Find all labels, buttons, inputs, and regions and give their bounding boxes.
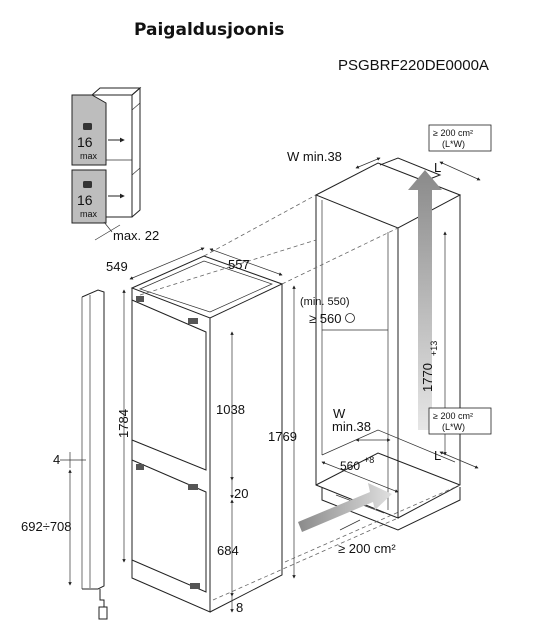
dim-niche-bottom-width: 560 — [340, 459, 360, 473]
vent-mid-sub: (L*W) — [442, 422, 465, 432]
dim-niche-height: 1770 — [420, 363, 435, 392]
weight-icon — [83, 123, 92, 130]
hinge-rail-profile — [81, 289, 108, 620]
load-value-upper: 16 — [77, 134, 93, 150]
load-unit-lower: max — [80, 209, 98, 219]
door-load-inset: 16 max 16 max max. 22 — [71, 86, 159, 243]
vent-mid-area: ≥ 200 cm² — [433, 411, 473, 421]
vent-box-top: ≥ 200 cm² (L*W) — [428, 124, 492, 152]
dim-gap-middle: 20 — [234, 486, 248, 501]
dim-length-bottom: L — [434, 448, 441, 463]
load-value-lower: 16 — [77, 192, 93, 208]
dim-niche-depth-min: (min. 550) — [300, 296, 350, 308]
dim-hinge-range: 692÷708 — [21, 519, 72, 534]
load-unit-upper: max — [80, 151, 98, 161]
model-code: PSGBRF220DE0000A — [338, 57, 489, 74]
ventilation-arrow-up — [408, 170, 442, 430]
page-title: Paigaldusjoonis — [134, 20, 285, 40]
dim-hinge-gap: 4 — [53, 452, 60, 467]
dim-niche-bottom-tol: +8 — [364, 455, 374, 465]
dim-length-top: L — [434, 160, 441, 175]
dim-gap-bottom: 8 — [236, 600, 243, 615]
weight-icon — [83, 181, 92, 188]
vent-top-sub: (L*W) — [442, 139, 465, 149]
dim-height-upper: 1038 — [216, 402, 245, 417]
alignment-guides — [139, 194, 461, 601]
dim-max-offset: max. 22 — [113, 228, 159, 243]
dim-side-width-label: W — [333, 406, 346, 421]
appliance-outline — [130, 255, 284, 613]
vent-top-area: ≥ 200 cm² — [433, 128, 473, 138]
vent-bottom-area: ≥ 200 cm² — [338, 541, 396, 556]
dim-niche-height-tol: +13 — [429, 341, 439, 356]
dim-height-lower: 684 — [217, 543, 239, 558]
dim-height-total: 1784 — [116, 409, 131, 438]
clock-icon — [345, 313, 355, 323]
dim-height-cabinet: 1769 — [268, 429, 297, 444]
ventilation-arrow-in — [298, 483, 392, 532]
dim-niche-width-min: W min.38 — [287, 149, 342, 164]
dim-niche-depth: ≥ 560 — [309, 311, 341, 326]
dim-width-top: 549 — [106, 259, 128, 274]
dimension-lines — [60, 157, 481, 613]
dim-side-width-min: min.38 — [332, 419, 371, 434]
vent-box-mid: ≥ 200 cm² (L*W) — [428, 407, 492, 435]
dim-depth-top: 557 — [228, 257, 250, 272]
